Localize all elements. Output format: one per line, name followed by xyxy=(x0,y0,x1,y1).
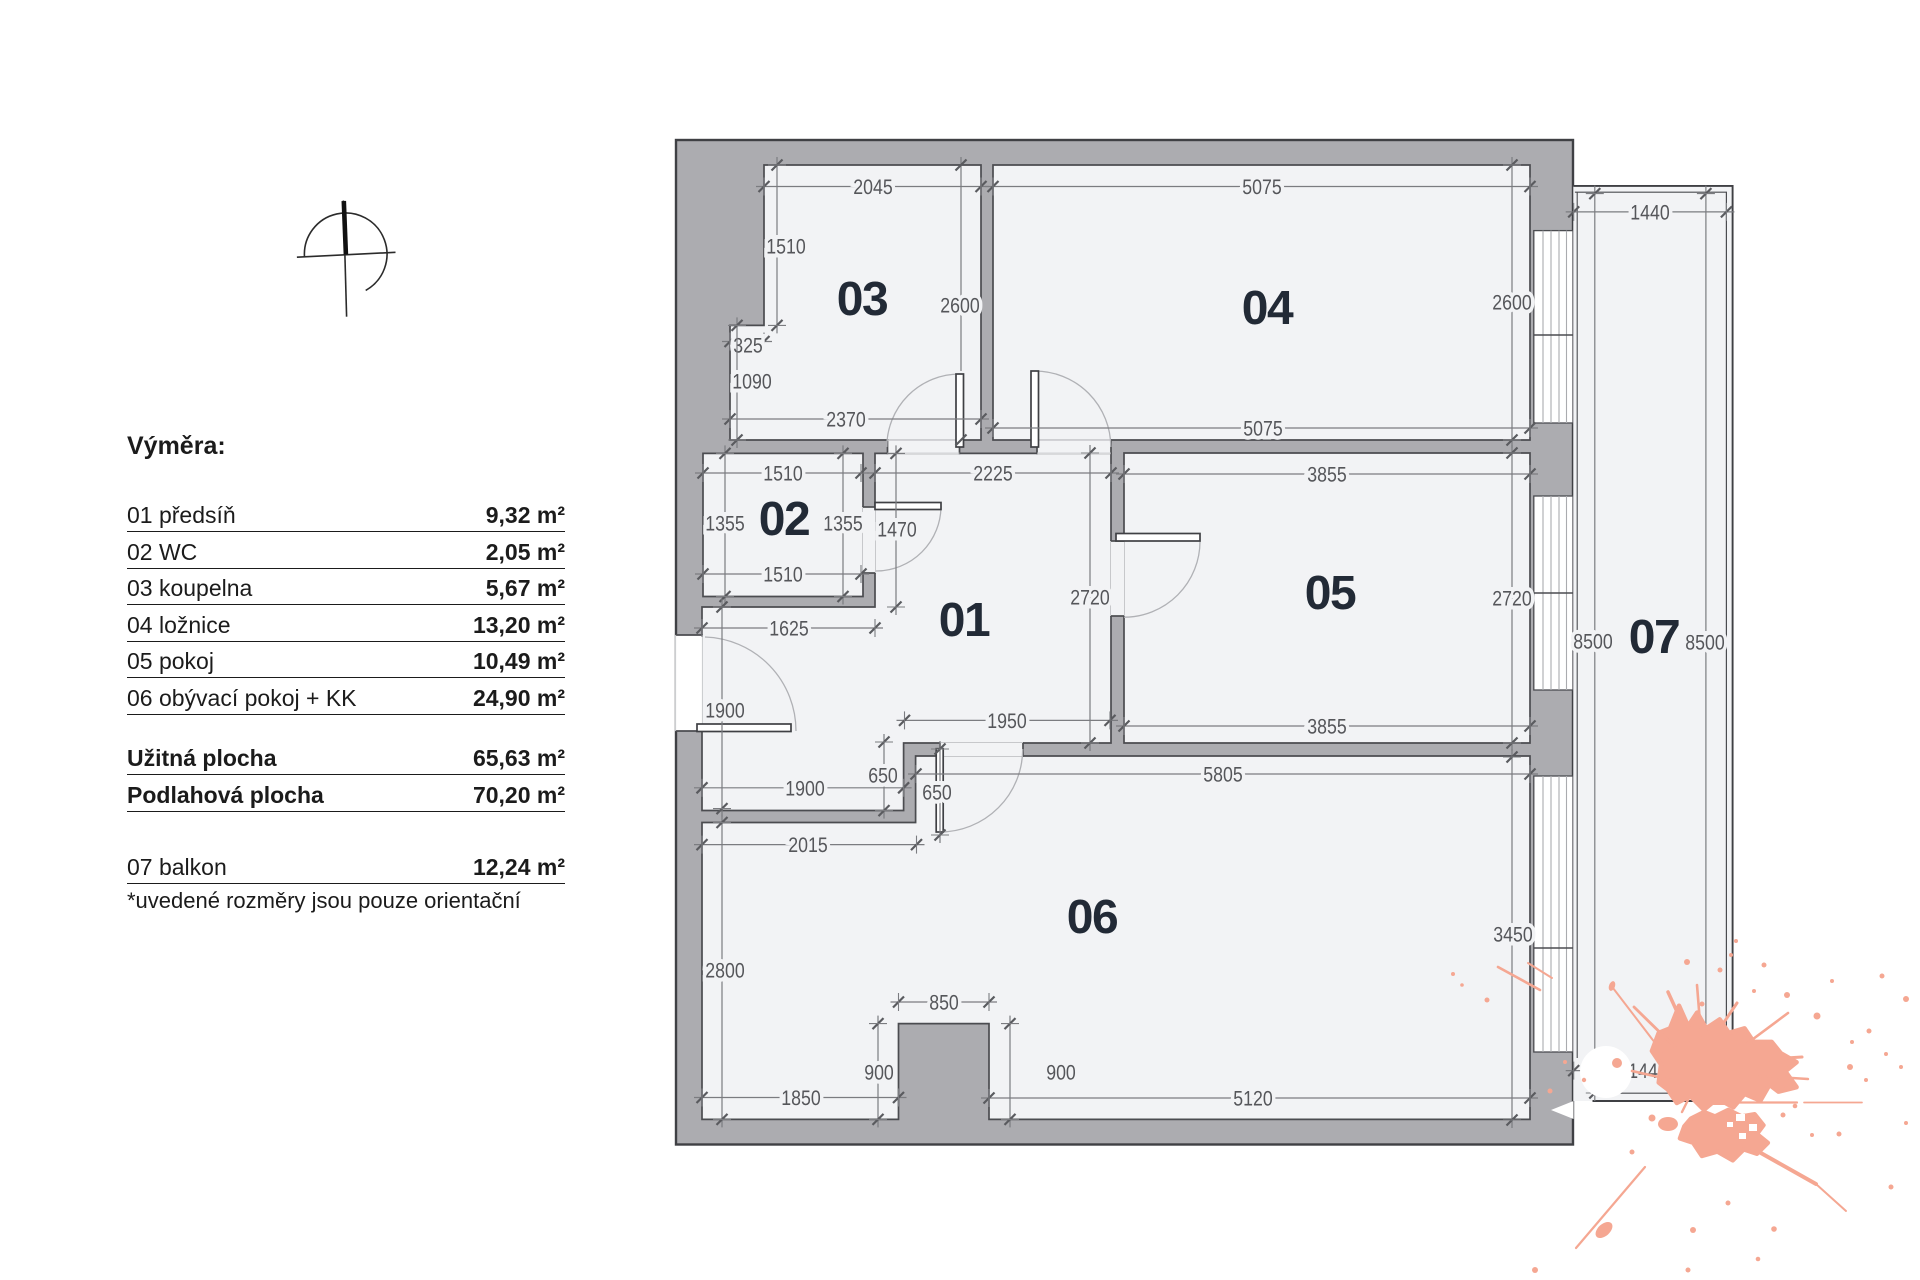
svg-text:8500: 8500 xyxy=(1685,632,1724,655)
svg-text:04: 04 xyxy=(1242,282,1294,335)
svg-text:3450: 3450 xyxy=(1493,924,1532,947)
svg-text:1355: 1355 xyxy=(823,513,862,536)
svg-text:2015: 2015 xyxy=(788,834,827,857)
svg-text:1950: 1950 xyxy=(987,710,1026,733)
svg-text:5805: 5805 xyxy=(1203,764,1242,787)
svg-text:01: 01 xyxy=(939,594,990,647)
svg-text:1355: 1355 xyxy=(705,513,744,536)
svg-text:1470: 1470 xyxy=(877,519,916,542)
svg-text:2720: 2720 xyxy=(1070,587,1109,610)
svg-text:5120: 5120 xyxy=(1233,1088,1272,1111)
svg-text:3855: 3855 xyxy=(1307,464,1346,487)
svg-text:1510: 1510 xyxy=(763,564,802,587)
svg-text:05: 05 xyxy=(1305,567,1356,620)
svg-text:02: 02 xyxy=(759,493,809,546)
svg-text:900: 900 xyxy=(864,1062,894,1085)
svg-text:2600: 2600 xyxy=(940,295,979,318)
svg-text:2600: 2600 xyxy=(1492,292,1531,315)
svg-text:2370: 2370 xyxy=(826,409,865,432)
svg-text:1850: 1850 xyxy=(781,1087,820,1110)
svg-text:2800: 2800 xyxy=(705,960,744,983)
svg-text:1440: 1440 xyxy=(1630,201,1669,224)
svg-text:1625: 1625 xyxy=(769,618,808,641)
svg-text:1900: 1900 xyxy=(785,777,824,800)
svg-text:325: 325 xyxy=(733,335,763,358)
svg-text:06: 06 xyxy=(1067,891,1117,944)
svg-text:2045: 2045 xyxy=(853,176,892,199)
svg-text:07: 07 xyxy=(1629,611,1679,664)
svg-text:1510: 1510 xyxy=(763,463,802,486)
svg-text:5075: 5075 xyxy=(1243,418,1282,441)
svg-text:03: 03 xyxy=(837,273,887,326)
svg-text:3855: 3855 xyxy=(1307,716,1346,739)
svg-text:1510: 1510 xyxy=(766,236,805,259)
svg-text:2225: 2225 xyxy=(973,463,1012,486)
svg-text:850: 850 xyxy=(929,992,959,1015)
svg-text:5075: 5075 xyxy=(1242,176,1281,199)
svg-text:1090: 1090 xyxy=(732,371,771,394)
svg-text:8500: 8500 xyxy=(1573,631,1612,654)
svg-text:1900: 1900 xyxy=(705,700,744,723)
svg-text:2720: 2720 xyxy=(1492,588,1531,611)
svg-text:650: 650 xyxy=(868,765,898,788)
svg-text:900: 900 xyxy=(1046,1062,1076,1085)
svg-text:650: 650 xyxy=(922,782,952,805)
